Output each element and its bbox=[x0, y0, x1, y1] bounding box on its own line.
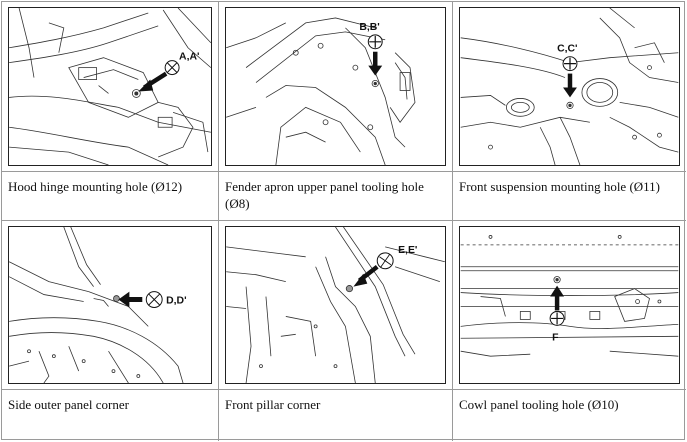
figure-cell-front-pillar: E,E' bbox=[219, 221, 453, 390]
drawing-hood-hinge: A,A' bbox=[9, 8, 211, 165]
caption-text: Front suspension mounting hole (Ø11) bbox=[459, 179, 661, 194]
figure-cowl-panel: F bbox=[459, 226, 680, 384]
caption-cell: Front pillar corner bbox=[219, 390, 453, 441]
caption-text: Cowl panel tooling hole (Ø10) bbox=[459, 397, 619, 412]
caption-text: Front pillar corner bbox=[225, 397, 321, 412]
callout-label: A,A' bbox=[179, 52, 199, 63]
caption-text: Side outer panel corner bbox=[8, 397, 129, 412]
caption-cell: Front suspension mounting hole (Ø11) bbox=[453, 172, 686, 221]
callout-label: C,C' bbox=[557, 44, 577, 55]
caption-cell: Side outer panel corner bbox=[2, 390, 219, 441]
figure-cell-cowl-panel: F bbox=[453, 221, 686, 390]
figure-cell-fender-apron: B,B' bbox=[219, 2, 453, 172]
callout-label: B,B' bbox=[359, 22, 379, 33]
caption-cell: Hood hinge mounting hole (Ø12) bbox=[2, 172, 219, 221]
drawing-front-pillar: E,E' bbox=[226, 227, 445, 383]
callout-label: D,D' bbox=[166, 296, 186, 307]
drawing-front-suspension: C,C' bbox=[460, 8, 679, 165]
drawing-fender-apron: B,B' bbox=[226, 17, 416, 165]
figure-side-outer: D,D' bbox=[8, 226, 212, 384]
figure-cell-front-suspension: C,C' bbox=[453, 2, 686, 172]
caption-cell: Cowl panel tooling hole (Ø10) bbox=[453, 390, 686, 441]
figure-front-pillar: E,E' bbox=[225, 226, 446, 384]
drawing-side-outer: D,D' bbox=[9, 227, 187, 383]
callout-label: F bbox=[552, 332, 558, 343]
drawing-cowl-panel: F bbox=[460, 235, 679, 357]
figure-front-suspension: C,C' bbox=[459, 7, 680, 166]
figure-hood-hinge: A,A' bbox=[8, 7, 212, 166]
caption-cell: Fender apron upper panel tooling hole (Ø… bbox=[219, 172, 453, 221]
figure-fender-apron: B,B' bbox=[225, 7, 446, 166]
callout-label: E,E' bbox=[398, 245, 417, 256]
caption-text: Hood hinge mounting hole (Ø12) bbox=[8, 179, 183, 194]
caption-text: Fender apron upper panel tooling hole (Ø… bbox=[225, 179, 424, 211]
figure-cell-side-outer: D,D' bbox=[2, 221, 219, 390]
figure-cell-hood-hinge: A,A' bbox=[2, 2, 219, 172]
